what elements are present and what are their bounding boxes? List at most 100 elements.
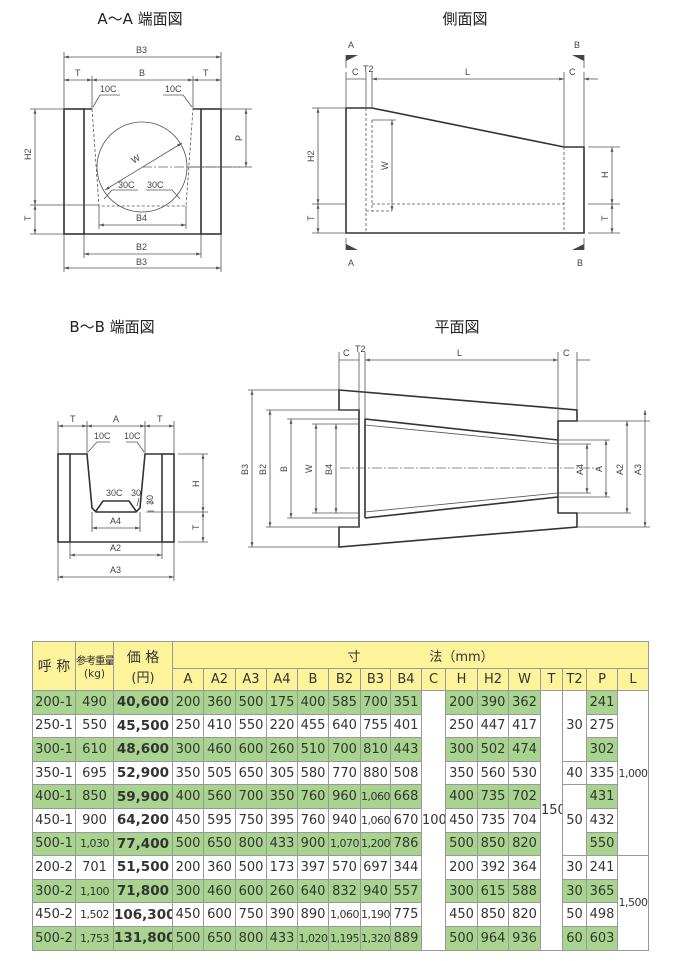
svg-text:C: C <box>352 67 359 77</box>
cell-h: 300 <box>445 878 478 904</box>
cell-b4: 557 <box>390 878 422 904</box>
cell-t: 150 <box>540 690 563 951</box>
cell-b4: 889 <box>390 925 422 951</box>
cell-a: 500 <box>172 831 204 857</box>
svg-text:30C: 30C <box>106 488 123 498</box>
cell-h2: 735 <box>477 784 509 809</box>
cell-a2: 600 <box>203 902 236 927</box>
column-header-p: P <box>586 668 618 691</box>
header-row: 呼 称 参考重量 (kg) 価 格 (円) 寸 法（mm） <box>32 641 650 691</box>
column-header-b3: B3 <box>360 668 391 691</box>
svg-text:A4: A4 <box>575 464 585 475</box>
cell-h: 450 <box>445 902 478 927</box>
svg-text:H2: H2 <box>306 150 316 162</box>
cell-name: 450-2 <box>32 902 76 927</box>
cell-b: 400 <box>297 690 329 715</box>
cell-b: 890 <box>297 902 329 927</box>
cell-name: 450-1 <box>32 807 76 833</box>
svg-text:T: T <box>75 68 81 78</box>
svg-text:B: B <box>279 466 289 472</box>
svg-text:T: T <box>23 215 33 221</box>
title-plan-view: 平面図 <box>434 318 480 336</box>
cell-h2: 850 <box>477 902 509 927</box>
svg-text:30: 30 <box>131 488 141 498</box>
title-bb-section: B～B 端面図 <box>69 318 155 336</box>
cell-h: 450 <box>445 807 478 833</box>
column-header-a4: A4 <box>266 668 298 691</box>
cell-a2: 505 <box>203 760 236 786</box>
cell-a3: 600 <box>235 878 267 904</box>
cell-a4: 433 <box>266 925 298 951</box>
side-view-drawing: W C T2 L C H2 T H T A B A B <box>306 40 620 268</box>
cell-p: 431 <box>586 784 618 809</box>
svg-text:W: W <box>130 152 143 165</box>
cell-b2: 1,060 <box>328 902 361 927</box>
column-header-b4: B4 <box>390 668 422 691</box>
cell-b3: 697 <box>360 855 391 880</box>
cell-a2: 360 <box>203 855 236 880</box>
cell-a2: 360 <box>203 690 236 715</box>
svg-text:H2: H2 <box>23 148 33 160</box>
cell-h: 500 <box>445 925 478 951</box>
cell-b3: 1,200 <box>360 831 391 857</box>
svg-text:H: H <box>600 172 610 179</box>
cell-h: 400 <box>445 784 478 809</box>
aa-section-drawing: W B3 T B T 10C 10C 30C 30C B4 B2 B3 H2 T… <box>23 45 252 272</box>
svg-text:B2: B2 <box>258 464 268 475</box>
cell-a3: 750 <box>235 902 267 927</box>
column-header-w: W <box>508 668 541 691</box>
cell-w: 820 <box>508 902 541 927</box>
cell-weight: 695 <box>75 760 114 786</box>
cell-a: 450 <box>172 807 204 833</box>
cell-p: 241 <box>586 855 618 880</box>
cell-b3: 700 <box>360 690 391 715</box>
cell-price: 131,800 <box>113 925 173 951</box>
cell-b3: 1,060 <box>360 784 391 809</box>
cell-t2: 60 <box>562 925 587 951</box>
svg-text:A3: A3 <box>110 565 121 575</box>
cell-a: 200 <box>172 855 204 880</box>
cell-p: 498 <box>586 902 618 927</box>
svg-text:T: T <box>70 414 76 424</box>
cell-weight: 610 <box>75 737 114 762</box>
cell-b: 1,020 <box>297 925 329 951</box>
title-side-view: 側面図 <box>442 10 488 28</box>
cell-t2: 30 <box>562 855 587 880</box>
cell-t2: 40 <box>562 760 587 786</box>
cell-b4: 786 <box>390 831 422 857</box>
cell-a4: 175 <box>266 690 298 715</box>
cell-b: 580 <box>297 760 329 786</box>
cell-b: 900 <box>297 831 329 857</box>
cell-h: 300 <box>445 737 478 762</box>
cell-l: 1,500 <box>616 855 650 951</box>
column-header-t2: T2 <box>562 668 587 691</box>
cell-a3: 750 <box>235 807 267 833</box>
svg-text:A2: A2 <box>110 543 121 553</box>
header-dim-sun: 寸 <box>347 649 361 665</box>
cell-a: 300 <box>172 878 204 904</box>
cell-price: 45,500 <box>113 713 173 739</box>
svg-text:T: T <box>191 524 201 530</box>
header-price-unit: (円) <box>131 670 155 686</box>
cell-a4: 260 <box>266 878 298 904</box>
svg-text:L: L <box>465 67 470 77</box>
header-price: 価 格 (円) <box>113 641 173 691</box>
svg-text:W: W <box>304 464 314 473</box>
cell-name: 300-1 <box>32 737 76 762</box>
cell-b2: 1,195 <box>328 925 361 951</box>
cell-b3: 1,320 <box>360 925 391 951</box>
cell-a3: 800 <box>235 925 267 951</box>
svg-text:30C: 30C <box>118 180 135 190</box>
cell-p: 241 <box>586 690 618 715</box>
cell-w: 364 <box>508 855 541 880</box>
cell-name: 500-2 <box>32 925 76 951</box>
cell-w: 530 <box>508 760 541 786</box>
cell-b: 760 <box>297 784 329 809</box>
